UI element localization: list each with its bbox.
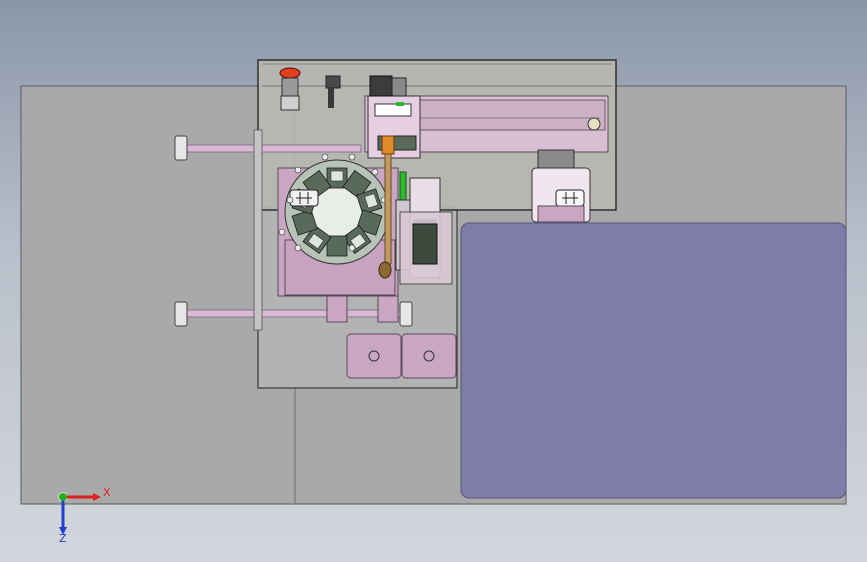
clamp-left xyxy=(289,189,319,207)
cylinder-left xyxy=(346,333,402,379)
axis-z-label: Z xyxy=(59,532,67,545)
cylinder-right xyxy=(401,333,457,379)
motor-unit xyxy=(369,75,407,97)
side-mount-plate-dark xyxy=(412,223,438,265)
side-unit xyxy=(531,149,591,223)
linear-actuator xyxy=(364,95,609,159)
guide-rod-lower xyxy=(174,301,413,327)
mounting-bar xyxy=(253,129,263,331)
slider-block-2 xyxy=(377,295,399,323)
coordinate-triad-icon: X Z xyxy=(58,486,111,545)
rotary-index-table xyxy=(284,159,390,265)
guide-rod-upper xyxy=(174,135,362,161)
control-switch xyxy=(325,75,341,108)
emergency-stop-button xyxy=(279,67,301,111)
slider-block xyxy=(326,295,348,323)
axis-x-label: X xyxy=(103,486,111,499)
purple-panel xyxy=(460,222,847,499)
